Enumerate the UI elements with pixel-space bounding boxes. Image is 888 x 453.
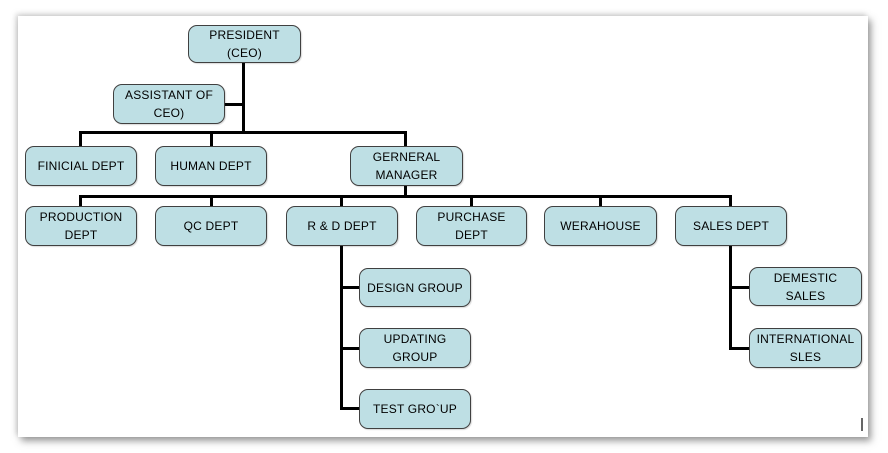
connector-stub-rd [340,195,343,206]
org-node-werahouse[interactable]: WERAHOUSE [544,206,657,246]
connector-stub-finicial [79,131,82,146]
connector-stub-gerneral [404,131,407,146]
org-node-purchase-dept[interactable]: PURCHASE DEPT [416,206,527,246]
connector-level3-horizontal [79,131,407,134]
connector-gerneral-down [404,186,407,198]
connector-stub-human [210,134,213,146]
org-node-international-sles[interactable]: INTERNATIONAL SLES [749,328,862,368]
org-node-finicial-dept[interactable]: FINICIAL DEPT [25,146,137,186]
org-node-design-group[interactable]: DESIGN GROUP [359,268,471,307]
org-node-rd-dept[interactable]: R & D DEPT [286,206,398,246]
org-node-demestic-sales[interactable]: DEMESTIC SALES [749,267,862,306]
connector-stub-international [732,347,749,350]
connector-rd-down [340,246,343,410]
org-node-production-dept[interactable]: PRODUCTION DEPT [25,206,137,246]
connector-stub-sales [729,195,732,206]
org-node-test-group[interactable]: TEST GRO`UP [359,389,471,429]
connector-level4-horizontal [79,195,732,198]
connector-stub-production [79,195,82,206]
org-node-sales-dept[interactable]: SALES DEPT [675,206,787,246]
org-node-updating-group[interactable]: UPDATING GROUP [359,328,471,368]
connector-stub-test [343,407,359,410]
org-node-gerneral-manager[interactable]: GERNERAL MANAGER [350,146,463,186]
connector-stub-demestic [732,286,749,289]
connector-stub-qc [210,195,213,206]
connector-stub-updating [343,347,359,350]
text-cursor [861,418,863,431]
org-node-assistant-of-ceo[interactable]: ASSISTANT OF CEO) [113,84,225,124]
org-node-human-dept[interactable]: HUMAN DEPT [155,146,267,186]
connector-stub-design [343,286,359,289]
connector-sales-down [729,246,732,350]
connector-president-down [242,63,245,134]
org-node-qc-dept[interactable]: QC DEPT [155,206,267,246]
connector-stub-purchase [470,195,473,206]
connector-assistant-link [225,103,245,106]
connector-stub-werahouse [599,195,602,206]
org-node-president-ceo[interactable]: PRESIDENT (CEO) [188,25,301,63]
